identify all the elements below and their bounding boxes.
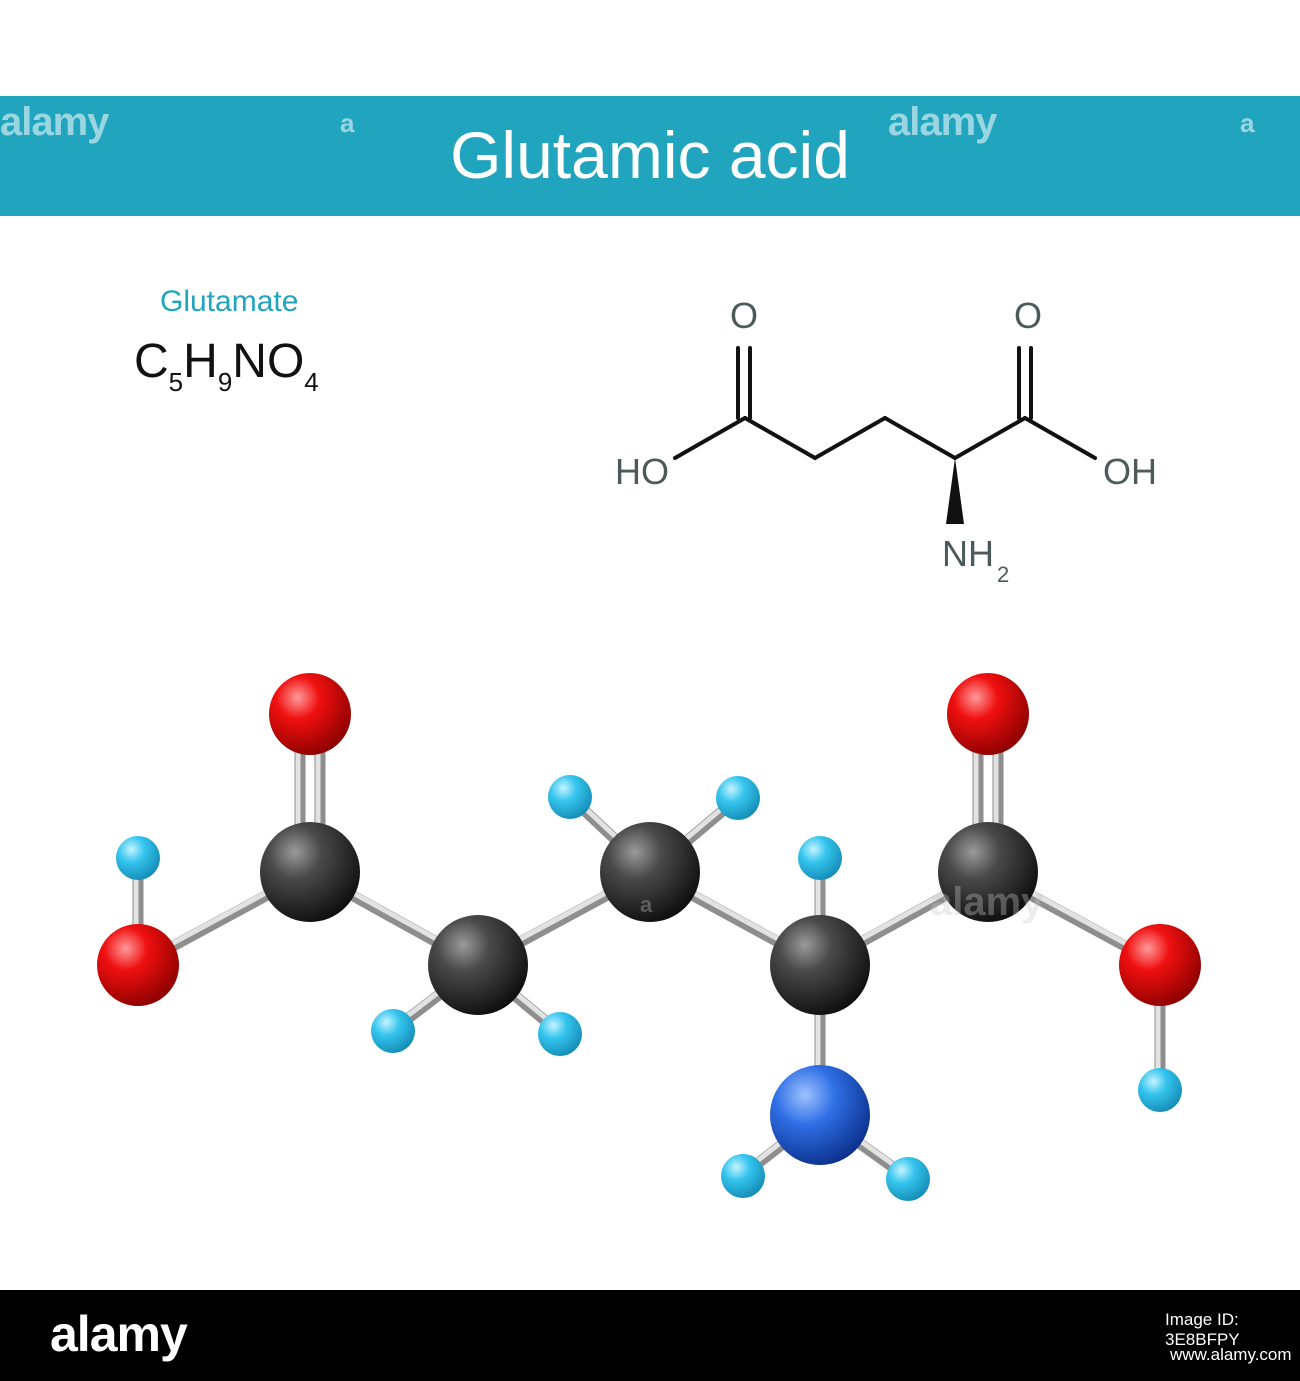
oxygen-atom [97,924,179,1006]
hydrogen-atom [721,1154,765,1198]
formula-sub-o: 4 [304,367,319,397]
formula-symbol-c: C [134,335,169,388]
model-atoms [97,673,1201,1201]
formula-sub-c: 5 [168,367,184,397]
label-nh2-sub: 2 [997,562,1009,587]
bond-c3-c4 [883,416,957,460]
hydrogen-atom [116,836,160,880]
label-nh: NH [942,533,994,574]
formula-symbol-o: O [266,335,305,388]
watermark-mark-left: a [340,108,355,138]
oxygen-atom [1119,924,1201,1006]
model-bonds [132,709,1166,1184]
footer-bar [0,1290,1300,1381]
bond-c1-c2 [743,416,817,460]
watermark-model-mark: a [640,892,653,917]
carbon-atom [770,915,870,1015]
footer-logo: alamy [50,1306,188,1362]
wedge-bond [946,458,964,524]
page-title: Glutamic acid [450,118,850,192]
watermark-model: alamy [930,880,1044,924]
watermark-center: alamy [888,100,997,144]
label-o-left: O [730,295,758,336]
nitrogen-atom [770,1065,870,1165]
hydrogen-atom [371,1009,415,1053]
carbon-atom [260,822,360,922]
bond-c2-c3 [813,416,887,460]
carbon-atom [428,915,528,1015]
formula-symbol-n: N [232,335,267,388]
bond-c4-c5 [953,416,1027,460]
skeletal-formula [673,346,1097,460]
hydrogen-atom [1138,1068,1182,1112]
title-band [0,96,1300,216]
carbon-atom [600,822,700,922]
carbon-atom [938,822,1038,922]
watermark-mark-right: a [1240,108,1255,138]
formula-symbol-h: H [183,335,218,388]
bond-c5-oh [1023,416,1097,460]
oxygen-atom [269,673,351,755]
hydrogen-atom [538,1012,582,1056]
watermark-left: alamy [0,100,109,144]
label-ho: HO [615,451,669,492]
bond-ho-c1 [673,416,747,460]
synonym-label: Glutamate [160,285,299,318]
hydrogen-atom [548,775,592,819]
footer-image-id: Image ID: 3E8BFPY [1165,1310,1240,1349]
formula-sub-h: 9 [217,367,233,397]
label-oh: OH [1103,451,1157,492]
hydrogen-atom [886,1157,930,1201]
hydrogen-atom [716,776,760,820]
hydrogen-atom [798,836,842,880]
oxygen-atom [947,673,1029,755]
label-o-right: O [1014,295,1042,336]
footer-url: www.alamy.com [1170,1345,1292,1364]
molecular-formula: C5H9NO4 [134,332,319,398]
